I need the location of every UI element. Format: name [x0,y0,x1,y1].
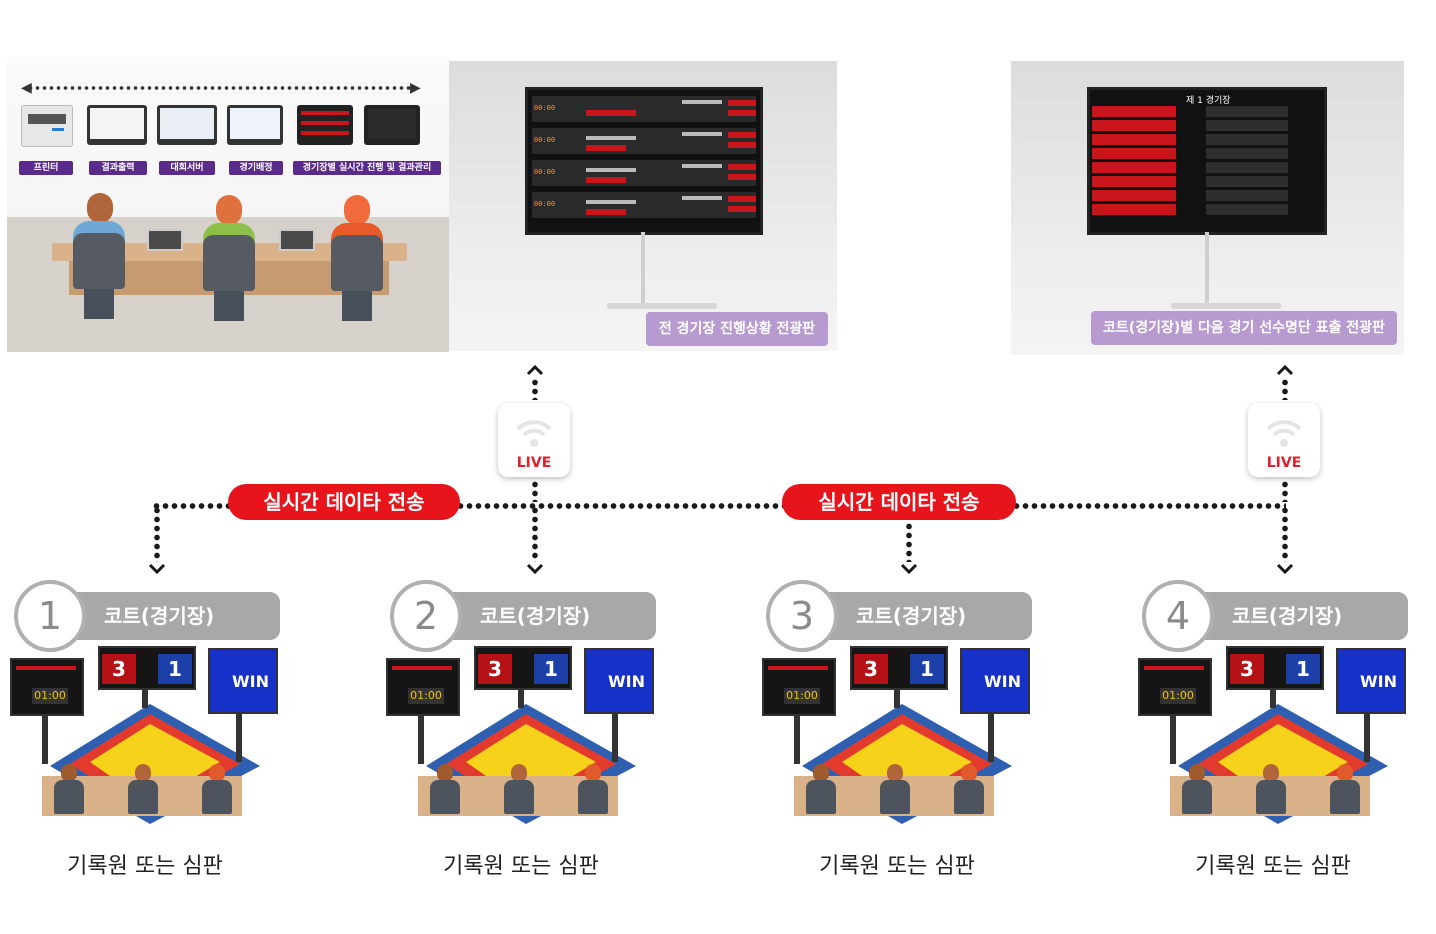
device-label-server: 대회서버 [159,161,215,175]
result-monitor-icon [87,105,147,145]
dotted-connector [1281,506,1289,562]
dotted-bus-line [456,502,786,510]
score-monitor: 3 1 [474,646,572,690]
live-label: LIVE [1266,455,1302,471]
timer-monitor: 01:00 [10,658,84,716]
court-number-badge: 2 [390,580,462,652]
court-caption: 기록원 또는 심판 [443,854,599,879]
wifi-icon [1266,420,1302,447]
live-wifi-badge: LIVE [498,403,570,477]
win-monitor: WIN [584,648,654,714]
dotted-connector [531,378,539,400]
all-courts-tv-screen: 00:00 00:00 00:00 00:00 [525,87,763,235]
court-4: 코트(경기장) 4 01:00 3 1 WIN [1138,578,1428,879]
court-scene-illustration: 01:00 3 1 WIN [386,646,676,836]
court-label: 코트(경기장) [50,592,280,640]
score-monitor: 3 1 [850,646,948,690]
device-label-printer: 프린터 [19,161,73,175]
court-2: 코트(경기장) 2 01:00 3 1 WIN [386,578,676,879]
server-laptop-icon [157,105,217,145]
court-caption: 기록원 또는 심판 [1195,854,1351,879]
referee-person-icon [954,764,984,824]
device-label-result-output: 결과출력 [89,161,147,175]
court-scene-illustration: 01:00 3 1 WIN [1138,646,1428,836]
court-caption: 기록원 또는 심판 [819,854,975,879]
wifi-icon [516,420,552,447]
live-wifi-badge: LIVE [1248,403,1320,477]
realtime-transfer-label: 실시간 데이타 전송 [782,484,1016,520]
dotted-bus-line [152,502,232,510]
win-monitor: WIN [960,648,1030,714]
referee-person-icon [1330,764,1360,824]
chevron-up-icon [526,364,544,376]
referee-person-icon [1182,764,1212,824]
referee-person-icon [806,764,836,824]
referee-person-icon [578,764,608,824]
live-board-monitor-icon [297,105,353,145]
dotted-connector [531,480,539,502]
win-monitor: WIN [208,648,278,714]
chevron-down-icon [900,563,918,574]
court-scene-illustration: 01:00 3 1 WIN [762,646,1052,836]
dotted-double-arrow [27,86,417,90]
device-label-assignment: 경기배정 [229,161,283,175]
referee-person-icon [1256,764,1286,824]
all-courts-board-panel: 00:00 00:00 00:00 00:00 [449,61,837,351]
dotted-bus-line [1012,502,1286,510]
court-scene-illustration: 01:00 3 1 WIN [10,646,300,836]
arrow-right-icon: ▶ [410,80,421,96]
court-label: 코트(경기장) [1178,592,1408,640]
dotted-connector [531,506,539,562]
court-1: 코트(경기장) 1 01:00 3 1 WIN [10,578,300,879]
results-board-monitor-icon [364,105,420,145]
next-match-tv-screen: 제 1 경기장 [1087,87,1327,235]
chevron-down-icon [526,563,544,574]
referee-person-icon [430,764,460,824]
assignment-monitor-icon [227,105,283,145]
live-label: LIVE [516,455,552,471]
next-match-board-title: 제 1 경기장 [1186,96,1231,106]
court-number-badge: 3 [766,580,838,652]
court-label: 코트(경기장) [802,592,1032,640]
operator-person-icon [331,195,383,325]
dotted-connector [1281,480,1289,502]
timer-monitor: 01:00 [762,658,836,716]
realtime-transfer-label: 실시간 데이타 전송 [228,484,460,520]
timer-monitor: 01:00 [386,658,460,716]
chevron-up-icon [1276,364,1294,376]
court-label: 코트(경기장) [426,592,656,640]
court-number-badge: 4 [1142,580,1214,652]
operator-person-icon [203,195,255,325]
next-match-board-caption: 코트(경기장)별 다음 경기 선수명단 표출 전광판 [1091,311,1397,345]
referee-person-icon [128,764,158,824]
court-number-badge: 1 [14,580,86,652]
court-caption: 기록원 또는 심판 [67,854,223,879]
laptop-icon [147,229,183,251]
next-match-board-panel: 제 1 경기장 코트(경기장)별 다음 경기 선수명단 표출 전광판 [1011,61,1404,355]
score-monitor: 3 1 [98,646,196,690]
operator-person-icon [73,193,125,323]
referee-person-icon [504,764,534,824]
dotted-connector [905,522,913,562]
timer-monitor: 01:00 [1138,658,1212,716]
score-monitor: 3 1 [1226,646,1324,690]
printer-icon [21,105,73,147]
arrow-left-icon: ◀ [21,80,32,96]
court-3: 코트(경기장) 3 01:00 3 1 WIN [762,578,1052,879]
win-monitor: WIN [1336,648,1406,714]
referee-person-icon [54,764,84,824]
laptop-icon [279,229,315,251]
dotted-connector [153,506,161,562]
chevron-down-icon [1276,563,1294,574]
dotted-connector [1281,378,1289,400]
referee-person-icon [202,764,232,824]
all-courts-board-caption: 전 경기장 진행상황 전광판 [646,312,828,346]
control-room-illustration: ◀ ▶ 프린터 결과출력 대회서버 경기배정 경기장별 실시간 진행 및 결과관… [7,57,449,352]
referee-person-icon [880,764,910,824]
device-label-live-management: 경기장별 실시간 진행 및 결과관리 [293,161,441,175]
chevron-down-icon [148,563,166,574]
